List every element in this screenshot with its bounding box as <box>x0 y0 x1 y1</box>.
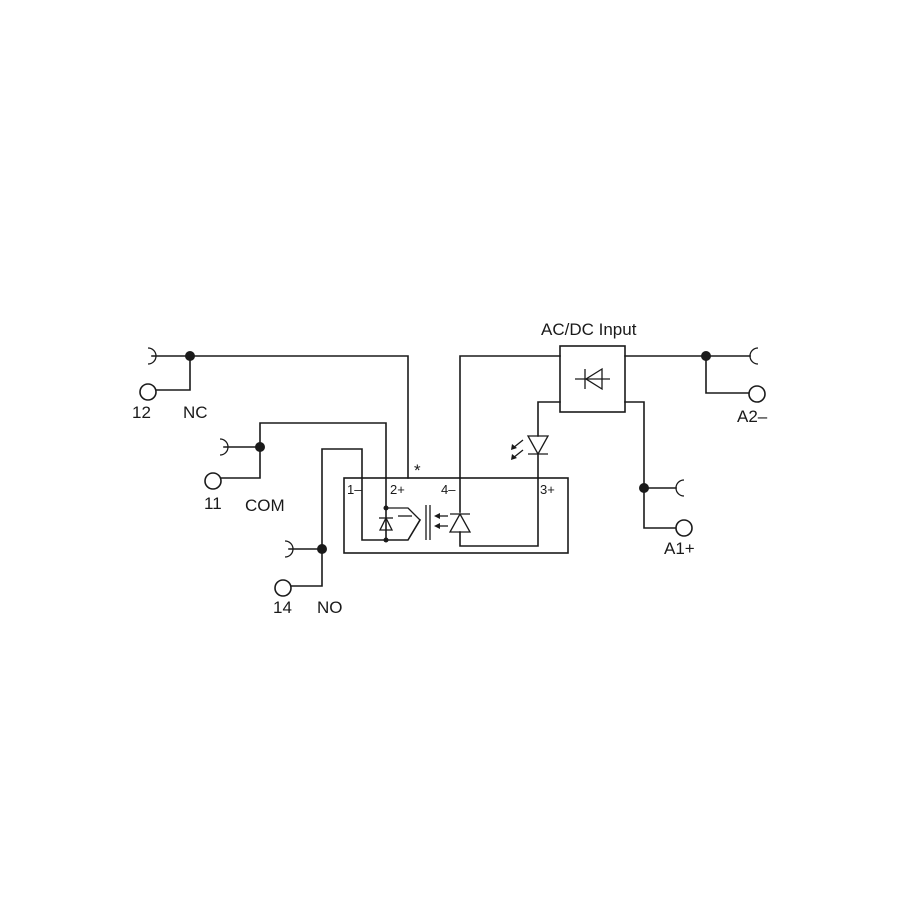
terminal-14-label: 14 <box>273 598 292 617</box>
no-label: NO <box>317 598 343 617</box>
input-circuit <box>459 345 766 537</box>
terminal-11-label: 11 <box>204 494 222 513</box>
rectifier-box <box>559 345 626 413</box>
no-circuit <box>274 448 363 597</box>
terminal-12-label: 12 <box>132 403 151 422</box>
a2-junction <box>701 351 711 361</box>
pin-2-label: 2+ <box>390 482 405 497</box>
nc-label: NC <box>183 403 208 422</box>
terminal-a1-label: A1+ <box>664 539 695 558</box>
status-led-icon <box>526 435 550 456</box>
terminal-12-icon[interactable] <box>139 383 157 401</box>
com-junction <box>255 442 265 452</box>
terminal-a1-icon[interactable] <box>675 519 693 537</box>
terminal-a2-icon[interactable] <box>748 385 766 403</box>
terminal-a2-plug-icon <box>749 347 759 365</box>
com-label: COM <box>245 496 285 515</box>
pin-4-label: 4– <box>441 482 456 497</box>
ssr-module <box>343 477 569 554</box>
terminal-11-icon[interactable] <box>204 472 222 490</box>
pin-3-label: 3+ <box>540 482 555 497</box>
rectifier-diode-icon <box>584 367 603 391</box>
output-diode-icon <box>378 516 394 531</box>
terminal-a2-label: A2– <box>737 407 768 426</box>
terminal-14-plug-icon <box>284 540 294 558</box>
terminal-11-plug-icon <box>219 438 229 456</box>
nc-circuit <box>139 347 409 479</box>
pin-1-label: 1– <box>347 482 362 497</box>
terminal-a1-plug-icon <box>675 479 685 497</box>
input-led-icon <box>448 512 472 533</box>
no-junction <box>317 544 327 554</box>
nc-junction <box>185 351 195 361</box>
com-circuit <box>204 422 387 490</box>
asterisk-marker: * <box>414 461 421 480</box>
input-title: AC/DC Input <box>541 320 637 339</box>
terminal-14-icon[interactable] <box>274 579 292 597</box>
terminal-12-plug-icon <box>147 347 157 365</box>
a1-junction <box>639 483 649 493</box>
